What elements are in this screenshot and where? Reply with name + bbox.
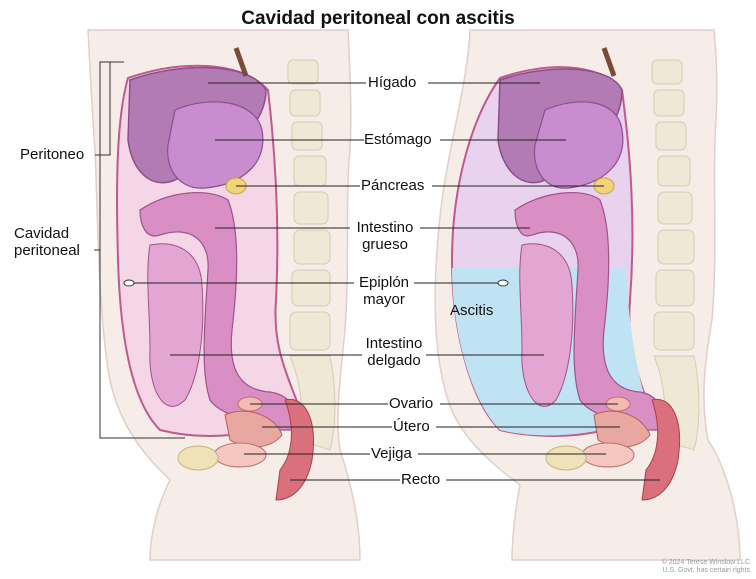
label-cavidad-line1: Cavidad bbox=[14, 225, 70, 242]
label-intestino-grueso-line2: grueso bbox=[362, 236, 408, 253]
right-stomach bbox=[533, 101, 624, 189]
label-epiplon-line2: mayor bbox=[363, 291, 405, 308]
label-utero: Útero bbox=[393, 418, 430, 435]
label-intestino-delgado: Intestino delgado bbox=[360, 335, 428, 369]
label-intestino-grueso-line1: Intestino bbox=[356, 219, 414, 236]
label-intestino-delgado-line2: delgado bbox=[367, 352, 421, 369]
label-cavidad-peritoneal: Cavidad peritoneal bbox=[14, 225, 80, 259]
label-ascitis: Ascitis bbox=[450, 302, 494, 319]
left-spine bbox=[287, 59, 336, 451]
left-rectum bbox=[275, 398, 314, 501]
figure-title: Cavidad peritoneal con ascitis bbox=[241, 8, 515, 29]
label-cavidad-line2: peritoneal bbox=[14, 242, 80, 259]
credit-line1: © 2024 Terese Winslow LLC bbox=[661, 559, 750, 566]
left-figure bbox=[87, 29, 361, 561]
left-small-intestine bbox=[147, 243, 204, 407]
right-esophagus bbox=[601, 47, 617, 77]
right-rectum bbox=[641, 398, 681, 501]
label-estomago: Estómago bbox=[364, 131, 432, 148]
right-bladder bbox=[581, 442, 635, 468]
right-omentum-marker bbox=[497, 279, 509, 287]
label-vejiga: Vejiga bbox=[371, 445, 412, 462]
left-pubic-bone bbox=[177, 445, 219, 471]
left-esophagus bbox=[233, 47, 249, 77]
label-ovario: Ovario bbox=[389, 395, 434, 412]
leader-lines bbox=[134, 82, 660, 481]
label-intestino-grueso: Intestino grueso bbox=[350, 219, 420, 253]
copyright-credit: © 2024 Terese Winslow LLC U.S. Govt. has… bbox=[662, 559, 750, 575]
credit-line2: U.S. Govt. has certain rights bbox=[662, 567, 750, 574]
right-small-intestine bbox=[519, 243, 574, 407]
label-pancreas: Páncreas bbox=[361, 177, 425, 194]
label-intestino-delgado-line1: Intestino bbox=[365, 335, 423, 352]
left-bladder bbox=[213, 442, 267, 468]
left-stomach bbox=[167, 101, 264, 189]
label-epiplon-mayor: Epiplón mayor bbox=[352, 274, 416, 308]
label-epiplon-line1: Epiplón bbox=[358, 274, 410, 291]
left-omentum-marker bbox=[123, 279, 135, 287]
label-higado: Hígado bbox=[368, 74, 417, 91]
label-peritoneo: Peritoneo bbox=[20, 146, 85, 163]
right-pubic-bone bbox=[545, 445, 587, 471]
peritoneum-bracket bbox=[94, 61, 185, 439]
label-recto: Recto bbox=[401, 471, 441, 488]
